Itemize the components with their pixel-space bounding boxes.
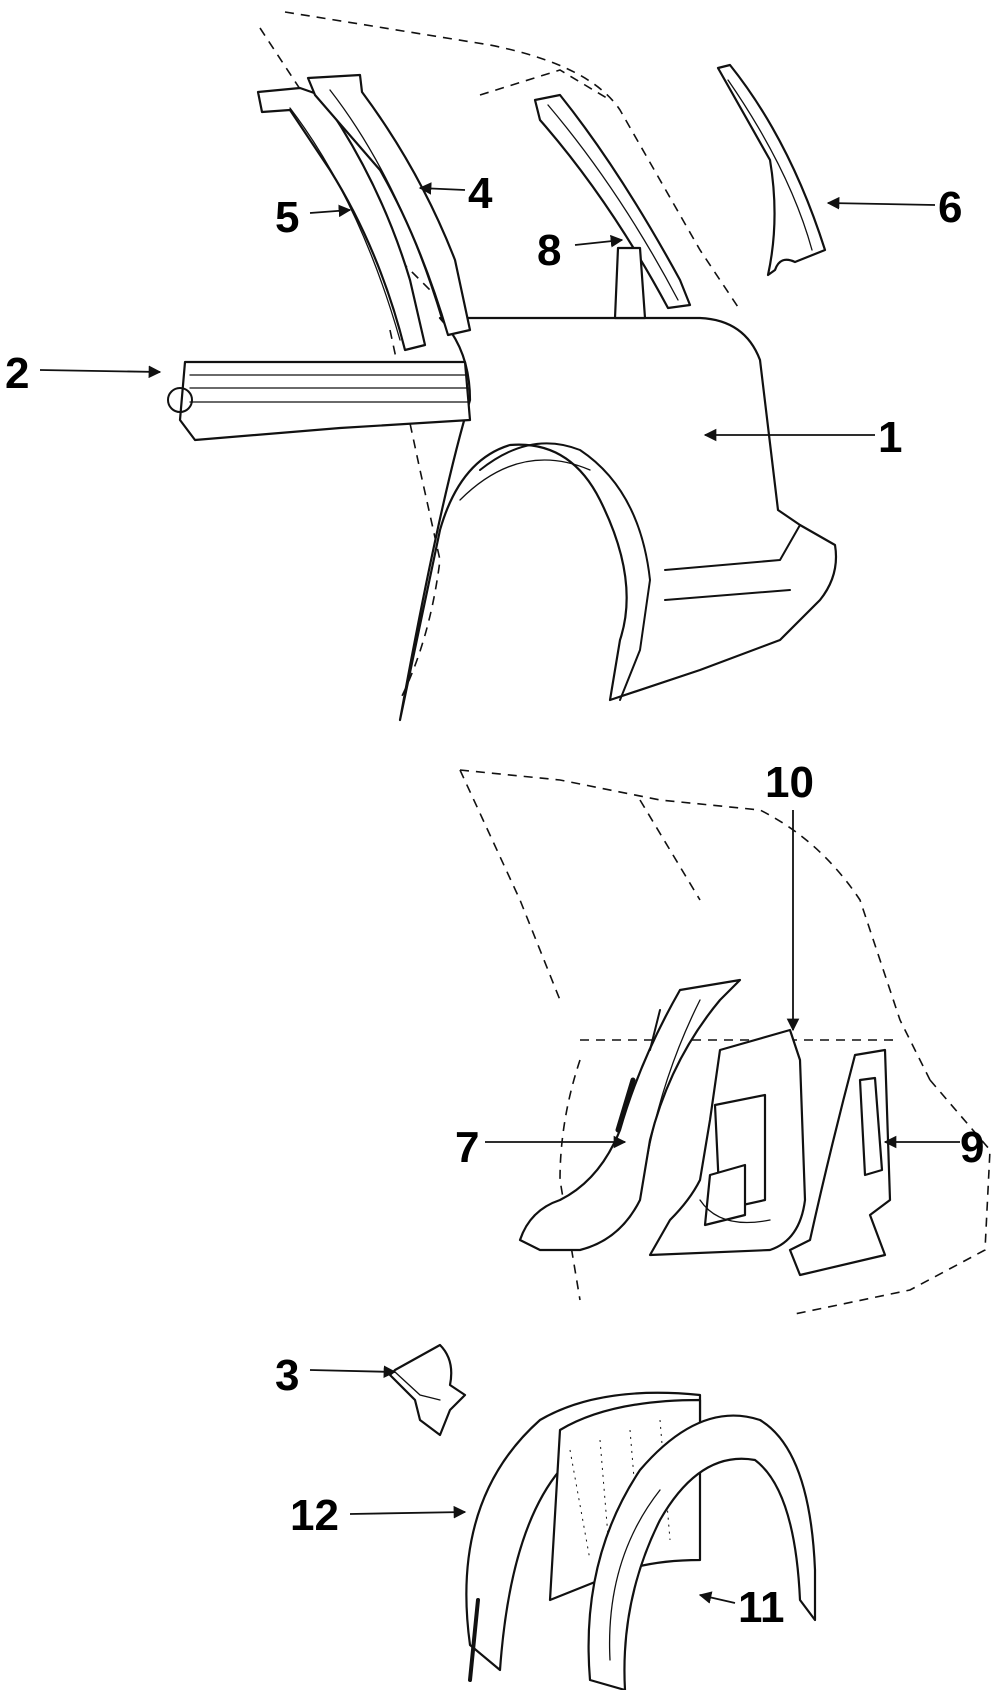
callout-8: 8 bbox=[537, 226, 561, 275]
part-10-wheelhouse-rear bbox=[648, 1028, 807, 1257]
part-6-pillar-trim bbox=[716, 63, 827, 277]
callout-5: 5 bbox=[275, 193, 299, 242]
part-1-quarter-panel bbox=[398, 316, 838, 722]
callout-2: 2 bbox=[5, 349, 29, 398]
part-7-inner-panel bbox=[518, 978, 742, 1252]
callout-4: 4 bbox=[468, 169, 493, 218]
part-2-rocker-rail bbox=[167, 360, 472, 442]
part-9-bracket bbox=[788, 1048, 892, 1277]
lower-phantom-outline bbox=[459, 769, 991, 1316]
part-12-inner-wheelhouse bbox=[465, 1391, 702, 1682]
callout-9: 9 bbox=[960, 1123, 984, 1172]
callout-labels: 1 2 3 4 5 6 7 8 9 10 11 12 bbox=[5, 169, 984, 1632]
callout-7: 7 bbox=[455, 1123, 479, 1172]
callout-3: 3 bbox=[275, 1351, 299, 1400]
part-5-pillar bbox=[256, 86, 427, 352]
part-3-small-bracket bbox=[388, 1343, 467, 1437]
leader-lines bbox=[39, 182, 960, 1604]
callout-12: 12 bbox=[290, 1491, 339, 1540]
callout-11: 11 bbox=[738, 1583, 785, 1632]
part-11-outer-liner bbox=[587, 1414, 817, 1690]
callout-6: 6 bbox=[938, 183, 962, 232]
part-8-window-channel bbox=[533, 93, 692, 320]
callout-1: 1 bbox=[878, 413, 902, 462]
callout-10: 10 bbox=[765, 758, 814, 807]
part-4-pillar bbox=[306, 73, 472, 337]
